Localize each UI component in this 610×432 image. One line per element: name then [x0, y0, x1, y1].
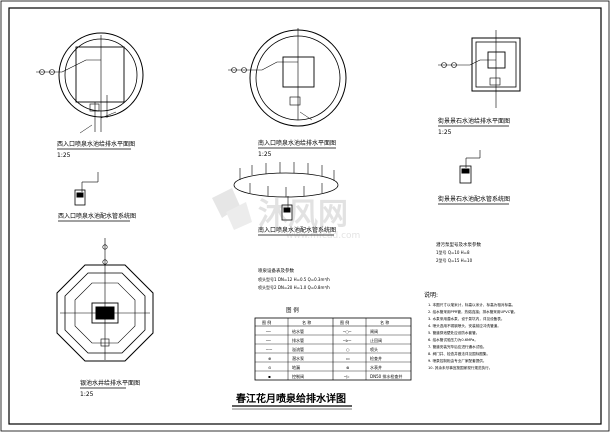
notes-title: 说明: [424, 291, 438, 299]
legend-symbol: ── [265, 338, 271, 343]
legend-symbol: ─○─ [342, 329, 352, 334]
octagon-pool-plan-scale: 1:25 [80, 391, 94, 398]
octagon-pool-plan [56, 238, 154, 362]
legend-label: DN50 排水检查井 [370, 373, 402, 379]
legend-title: 图 例 [286, 306, 299, 314]
south-entrance-system-title: 南入口喷泉水池配水管系统图 [258, 226, 336, 234]
legend-header-2: 名 称 [302, 319, 311, 325]
legend-symbol: ─▷ [343, 374, 350, 379]
octagon-pool-plan-title: 银池水井给排水平面图 [80, 379, 140, 387]
legend-symbol: ─⊳─ [342, 338, 352, 343]
legend-label: 溢流管 [292, 346, 304, 352]
west-entrance-plan [36, 32, 144, 134]
legend-table: 图 例 名 称 图 例 名 称 ── 给水管 ─○─ 闸阀 ── 排水管 ─⊳─… [254, 317, 412, 381]
legend-symbol: ⊗ [346, 365, 349, 370]
legend-label: 检查井 [370, 355, 382, 361]
legend-header-3: 图 例 [340, 319, 349, 325]
legend-label: 控制阀 [292, 373, 304, 379]
legend-label: 潜水泵 [292, 355, 304, 361]
legend-symbol: ▪ [268, 374, 271, 379]
legend-label: 地漏 [292, 364, 300, 370]
pump-note-line-2: 2型号 Q=15 H=10 [436, 257, 473, 263]
south-entrance-plan-title: 南入口喷泉水池给排水平面图 [258, 139, 336, 147]
legend-symbol: ○ [346, 347, 350, 352]
south-entrance-system [233, 162, 339, 221]
note-line: 9. 喷泉控制柜由专业厂家配套提供。 [428, 358, 486, 363]
legend-label: 止回阀 [370, 337, 382, 343]
watermark-url: www.mfcad.com [286, 231, 360, 241]
nozzle-note-title: 喷泉设备表及参数 [258, 267, 294, 274]
legend-symbol: ─·─ [265, 347, 273, 352]
legend-label: 喷头 [370, 346, 378, 352]
rockery-plan [438, 30, 521, 108]
legend-header-1: 图 例 [262, 319, 271, 325]
rockery-system [459, 150, 481, 184]
legend-symbol: ⊕ [268, 356, 271, 361]
nozzle-note-line-2: 喷头型号2 DN=20 H=1.0 Q=0.8m³/h [258, 284, 330, 290]
pump-note-title: 潜污泵型号及水泵参数 [436, 241, 481, 248]
legend-symbol: ── [265, 329, 271, 334]
main-title: 春江花月喷泉给排水详图 [236, 392, 346, 405]
legend-label: 排水管 [292, 337, 304, 343]
rockery-plan-scale: 1:25 [438, 129, 452, 136]
south-entrance-plan-scale: 1:25 [258, 151, 272, 158]
watermark-text: 沐风网 [258, 197, 348, 232]
south-entrance-plan [228, 28, 347, 127]
note-line: 8. 阀门井、检查井做法详见国标图集。 [428, 351, 490, 356]
nozzle-note-line-1: 喷头型号1 DN=12 H=0.5 Q=0.3m³/h [258, 276, 330, 282]
note-line: 4. 喷头选用不锈钢喷头，安装前应冲洗管道。 [428, 323, 501, 328]
rockery-plan-title: 街景景石水池给排水平面图 [438, 117, 510, 125]
note-line: 3. 水泵采用潜水泵，设于泵坑内，详见设备表。 [428, 316, 504, 321]
note-line: 7. 管道安装完毕后应进行通水试验。 [428, 344, 486, 349]
west-entrance-system [74, 172, 99, 206]
notes-list: 1. 本图尺寸以毫米计，标高以米计，标高为相对标高。 2. 给水管采用PPR管，… [428, 302, 517, 370]
watermark: 沐风网 www.mfcad.com [212, 188, 360, 241]
west-entrance-system-title: 西入口喷泉水池配水管系统图 [58, 212, 136, 220]
legend-label: 给水管 [292, 328, 304, 334]
inner-frame [8, 7, 602, 425]
west-entrance-plan-scale: 1:25 [57, 152, 71, 159]
note-line: 1. 本图尺寸以毫米计，标高以米计，标高为相对标高。 [428, 302, 515, 307]
legend-symbol: ⊙ [268, 365, 271, 370]
note-line: 2. 给水管采用PPR管，热熔连接；排水管采用UPVC管。 [428, 309, 517, 314]
legend-symbol: ▭ [346, 356, 350, 361]
pump-note-line-1: 1型号 Q=10 H=8 [436, 249, 470, 255]
legend-header-4: 名 称 [380, 319, 389, 325]
legend-label: 闸阀 [370, 328, 378, 334]
west-entrance-plan-title: 西入口喷泉水池给排水平面图 [57, 140, 135, 148]
rockery-system-title: 街景景石水池配水管系统图 [438, 195, 510, 203]
note-line: 6. 给水管试验压力为0.6MPa。 [428, 337, 478, 342]
legend-label: 水表井 [370, 364, 382, 370]
note-line: 5. 管道穿池壁处应设防水套管。 [428, 330, 479, 335]
note-line: 10. 其余未尽事宜按国家现行规范执行。 [428, 365, 492, 370]
